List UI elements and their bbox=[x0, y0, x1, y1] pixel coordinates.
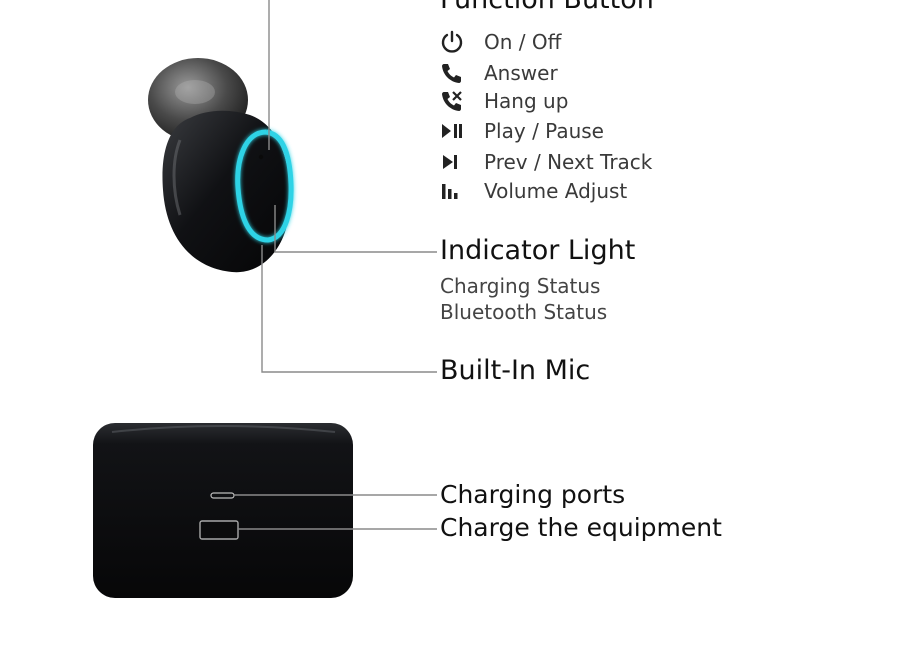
built-in-mic-leader bbox=[261, 245, 437, 373]
indicator-light-leader bbox=[274, 205, 437, 253]
charge-equipment-title: Charge the equipment bbox=[440, 513, 722, 542]
function-item-prev-next: Prev / Next Track bbox=[440, 148, 652, 176]
hang-up-icon bbox=[440, 89, 468, 113]
function-item-volume: Volume Adjust bbox=[440, 177, 627, 205]
indicator-light-detail: Charging Status bbox=[440, 274, 601, 298]
function-item-hang-up: Hang up bbox=[440, 87, 568, 115]
function-item-label: Answer bbox=[484, 61, 558, 85]
charging-case bbox=[93, 423, 353, 598]
function-item-label: Play / Pause bbox=[484, 119, 604, 143]
function-item-play-pause: Play / Pause bbox=[440, 117, 604, 145]
indicator-light-ring bbox=[235, 129, 294, 243]
leader-lines bbox=[234, 0, 437, 530]
earbud bbox=[148, 58, 294, 273]
function-button-title: Function Button bbox=[440, 0, 654, 15]
volume-bars-icon bbox=[440, 179, 468, 203]
usb-output-port bbox=[199, 520, 239, 540]
function-item-answer: Answer bbox=[440, 59, 558, 87]
function-item-label: Hang up bbox=[484, 89, 569, 113]
function-item-label: Prev / Next Track bbox=[484, 150, 653, 174]
function-item-label: Volume Adjust bbox=[484, 179, 628, 203]
power-icon bbox=[440, 30, 468, 54]
function-item-on-off: On / Off bbox=[440, 28, 561, 56]
charging-ports-title: Charging ports bbox=[440, 480, 626, 509]
phone-icon bbox=[440, 61, 468, 85]
indicator-light-detail: Bluetooth Status bbox=[440, 300, 608, 324]
indicator-light-title: Indicator Light bbox=[440, 235, 636, 266]
earbud-body bbox=[162, 110, 291, 273]
function-item-label: On / Off bbox=[484, 30, 562, 54]
play-pause-icon bbox=[440, 119, 468, 143]
mic-hole bbox=[258, 154, 264, 160]
built-in-mic-title: Built-In Mic bbox=[440, 355, 591, 386]
skip-track-icon bbox=[440, 150, 468, 174]
